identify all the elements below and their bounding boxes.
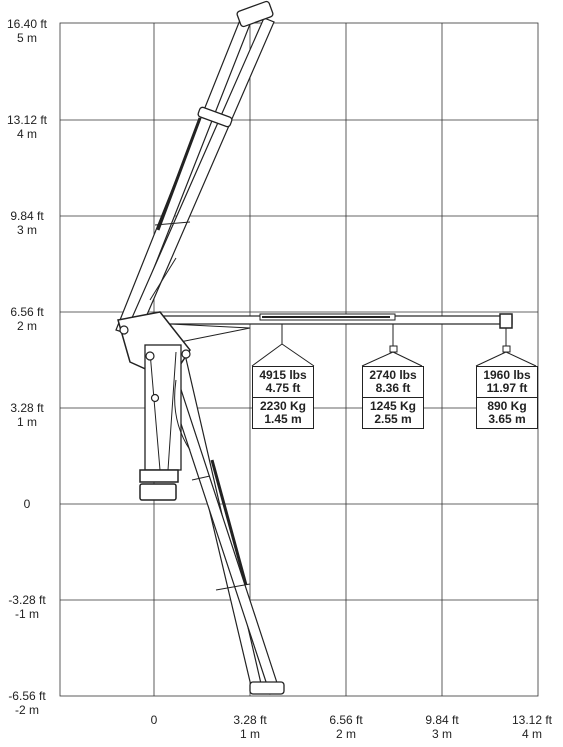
y-tick-label: 0: [23, 497, 31, 511]
load-weight-lbs: 4915 lbs: [259, 368, 307, 382]
load-reach-ft: 8.36 ft: [375, 381, 411, 395]
y-tick-label: -3.28 ft-1 m: [8, 593, 46, 621]
upper-boom: [115, 0, 275, 341]
load-capacity-box: 2740 lbs 8.36 ft 1245 Kg 2.55 m: [362, 366, 424, 429]
load-weight-kg: 890 Kg: [487, 399, 527, 413]
grid: [59, 22, 539, 697]
lower-boom: [159, 349, 285, 695]
x-tick-label: 0: [150, 713, 158, 727]
load-reach-m: 1.45 m: [264, 412, 302, 426]
load-metric: 1245 Kg 2.55 m: [363, 397, 423, 428]
load-weight-kg: 1245 Kg: [369, 399, 417, 413]
load-capacity-box: 4915 lbs 4.75 ft 2230 Kg 1.45 m: [252, 366, 314, 429]
y-tick-label: -6.56 ft-2 m: [8, 689, 46, 717]
load-reach-m: 3.65 m: [488, 412, 526, 426]
load-reach-ft: 4.75 ft: [265, 381, 301, 395]
load-imperial: 2740 lbs 8.36 ft: [363, 367, 423, 397]
load-metric: 890 Kg 3.65 m: [477, 397, 537, 428]
horizontal-boom: [155, 313, 513, 353]
load-reach-ft: 11.97 ft: [486, 381, 528, 395]
load-reach-m: 2.55 m: [374, 412, 412, 426]
load-metric: 2230 Kg 1.45 m: [253, 397, 313, 428]
load-imperial: 4915 lbs 4.75 ft: [253, 367, 313, 397]
load-imperial: 1960 lbs 11.97 ft: [477, 367, 537, 397]
load-weight-kg: 2230 Kg: [259, 399, 307, 413]
load-callout-lines: [251, 343, 537, 367]
load-weight-lbs: 2740 lbs: [369, 368, 417, 382]
crane-column: [117, 311, 191, 501]
load-weight-lbs: 1960 lbs: [483, 368, 531, 382]
load-capacity-box: 1960 lbs 11.97 ft 890 Kg 3.65 m: [476, 366, 538, 429]
